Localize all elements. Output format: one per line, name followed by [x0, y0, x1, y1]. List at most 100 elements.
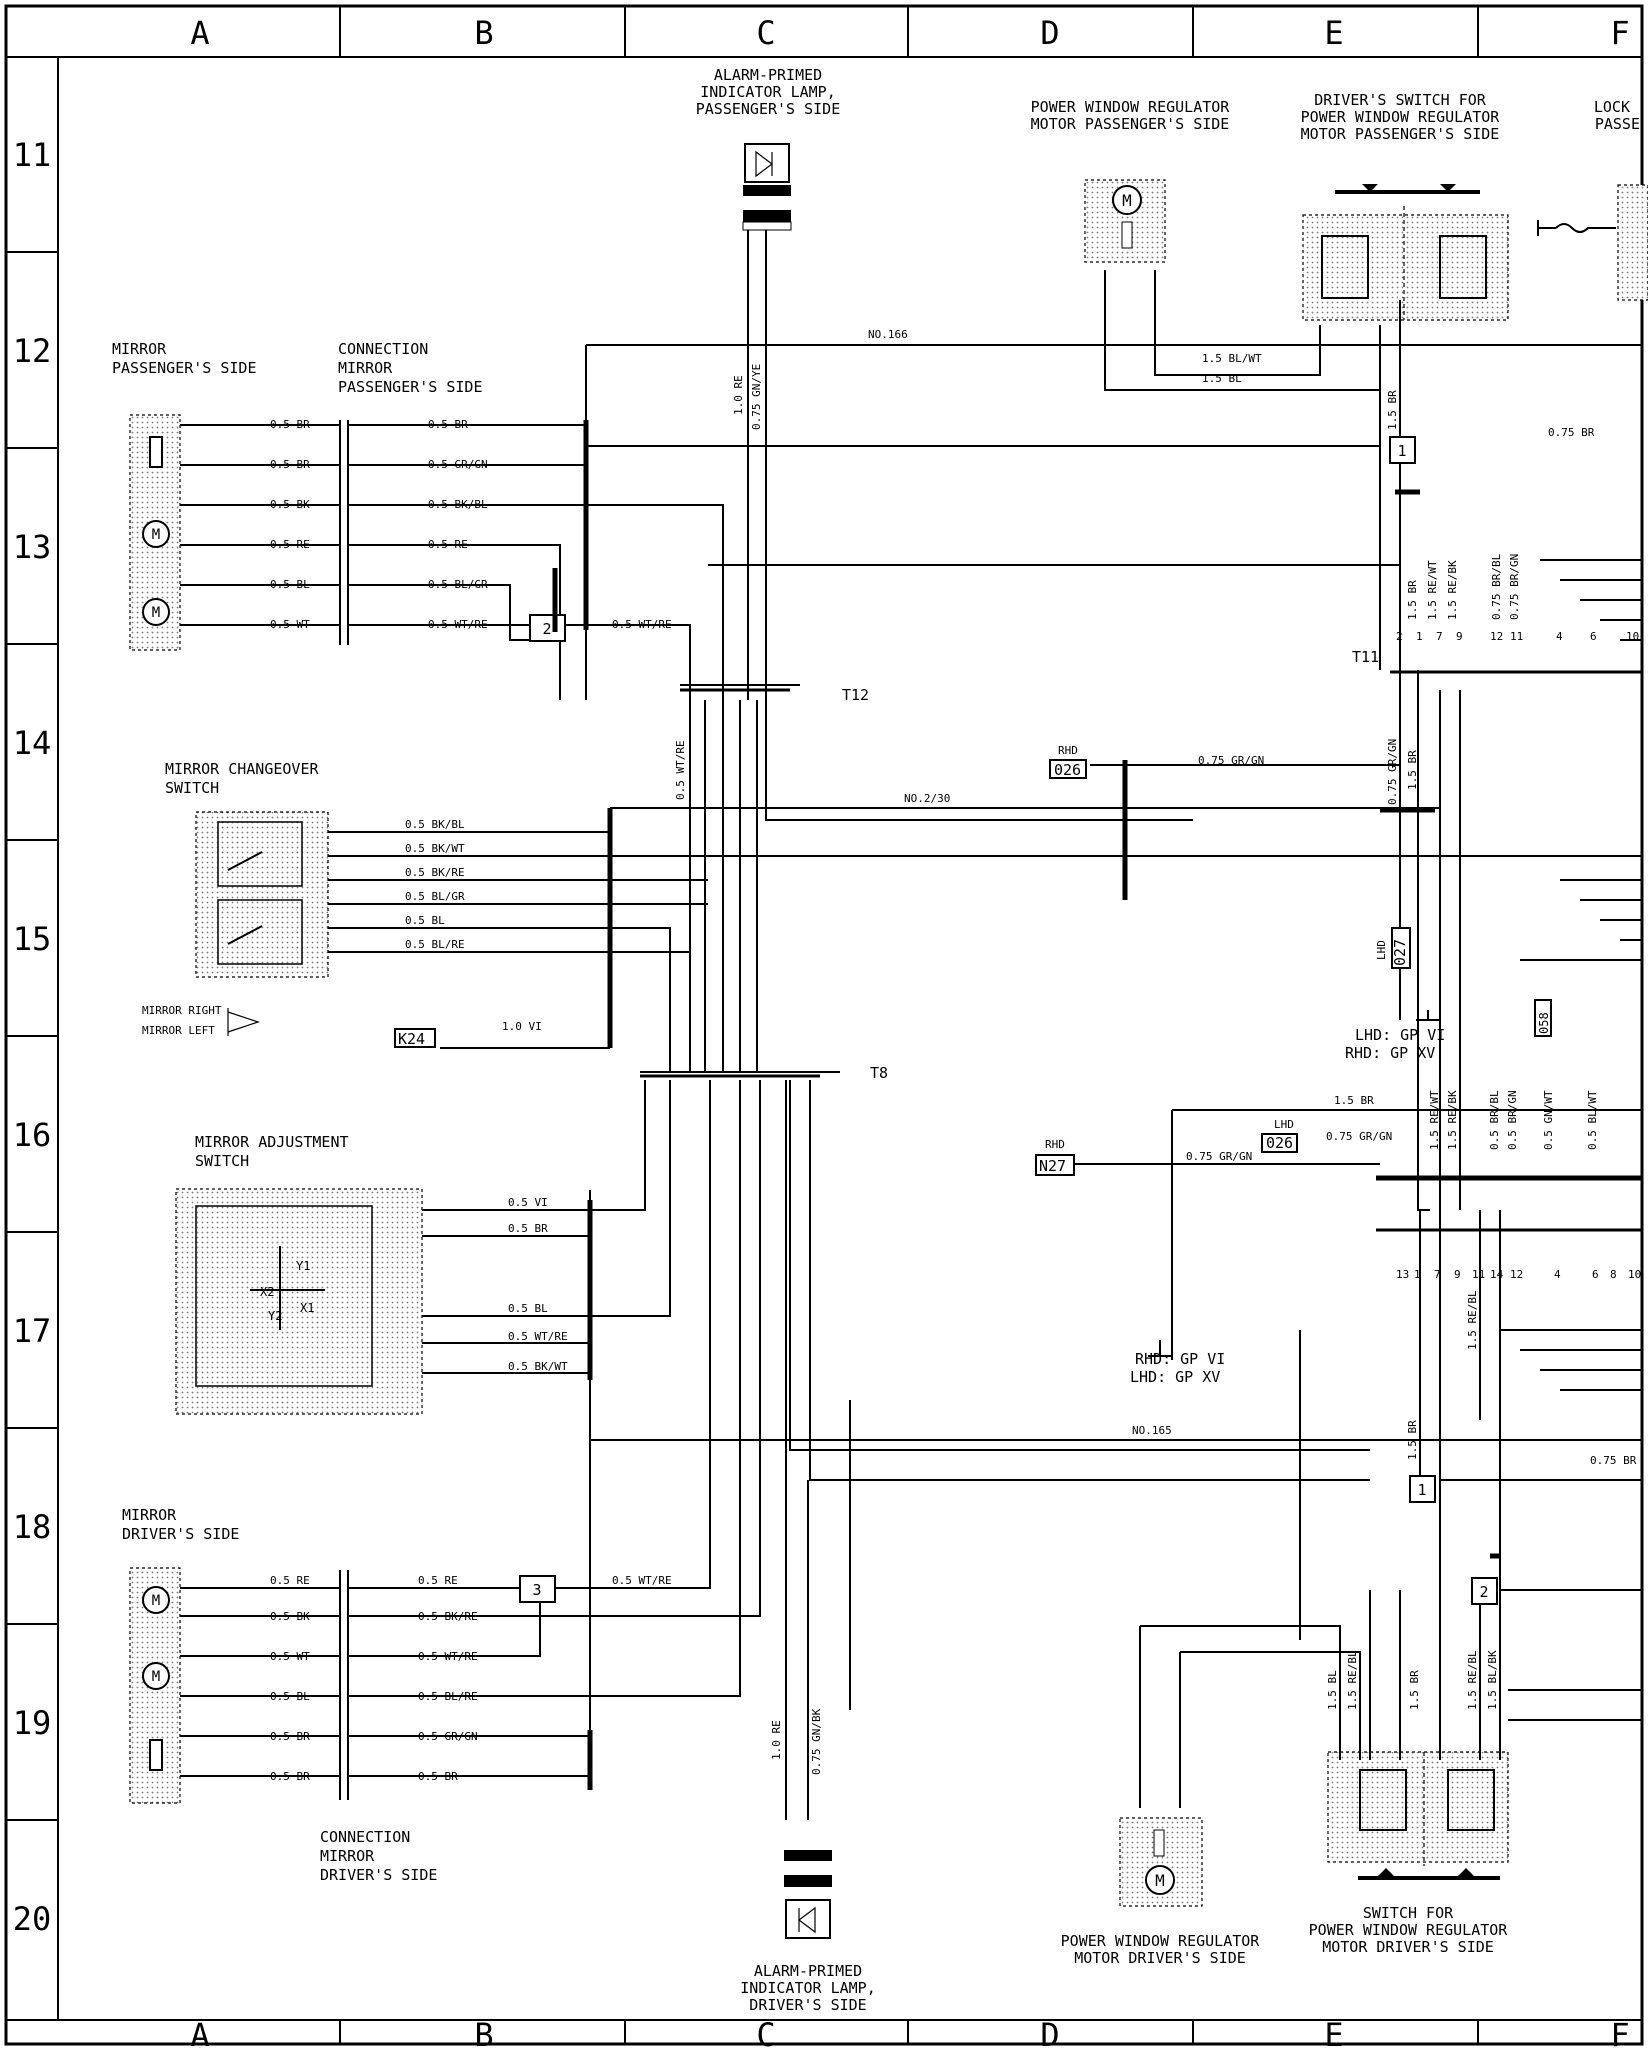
row-label-18: 18 — [13, 1508, 52, 1546]
led-icon — [798, 1906, 816, 1934]
row-label-16: 16 — [13, 1116, 52, 1154]
rhd-label-1: RHD — [1058, 744, 1078, 757]
svg-text:MIRROR: MIRROR — [338, 359, 393, 377]
svg-text:M: M — [1122, 191, 1132, 210]
row-label-15: 15 — [13, 920, 52, 958]
svg-text:1.5 BR: 1.5 BR — [1406, 750, 1419, 790]
svg-text:0.5 WT/RE: 0.5 WT/RE — [612, 618, 672, 631]
wire-no2-30: NO.2/30 — [904, 792, 950, 805]
component-bodies: M M M — [129, 143, 1648, 1939]
svg-text:SWITCH: SWITCH — [195, 1152, 249, 1170]
svg-text:DRIVER'S SIDE: DRIVER'S SIDE — [320, 1866, 437, 1884]
026-label-b: 026 — [1266, 1134, 1293, 1152]
wire-labels: NO.166 NO.2/30 NO.165 0.5 BR 0.5 BR 0.5 … — [270, 328, 1637, 1783]
svg-text:PASSE: PASSE — [1595, 115, 1640, 133]
pin-numbers-bottom: 13 1 7 9 11 14 12 4 6 8 10 — [1396, 1268, 1641, 1281]
pin-numbers-t11: 2 1 7 9 12 11 4 6 10 — [1396, 630, 1639, 643]
026-box-b — [1261, 1133, 1298, 1153]
svg-text:0.5 GR/GN: 0.5 GR/GN — [428, 458, 488, 471]
motor-icon — [1112, 185, 1142, 215]
ground-bottom-1: RHD: GP VI — [1135, 1350, 1225, 1368]
svg-text:MIRROR: MIRROR — [122, 1506, 177, 1524]
driver-switch-pw-passenger — [1302, 184, 1509, 321]
alarm-lamp-passenger — [742, 143, 792, 231]
svg-text:MOTOR PASSENGER'S SIDE: MOTOR PASSENGER'S SIDE — [1031, 115, 1230, 133]
svg-text:0.5 BR: 0.5 BR — [270, 1770, 310, 1783]
svg-text:0.75 BR/GN: 0.75 BR/GN — [1508, 554, 1521, 620]
svg-text:9: 9 — [1456, 630, 1463, 643]
grid-frame — [4, 4, 1644, 2046]
mirror-side-icon — [227, 1008, 260, 1036]
svg-text:MIRROR ADJUSTMENT: MIRROR ADJUSTMENT — [195, 1133, 349, 1151]
svg-text:M: M — [152, 1669, 160, 1685]
svg-text:0.5 WT/RE: 0.5 WT/RE — [508, 1330, 568, 1343]
svg-text:INDICATOR LAMP,: INDICATOR LAMP, — [700, 83, 835, 101]
terminal-rows — [640, 670, 1642, 1232]
svg-text:X1: X1 — [300, 1301, 314, 1315]
svg-text:T12: T12 — [842, 686, 869, 704]
svg-text:0.5 BR: 0.5 BR — [270, 1730, 310, 1743]
wire-no166: NO.166 — [868, 328, 908, 341]
026-box-a — [1049, 759, 1087, 779]
splices: 1 1 2 2 3 — [532, 436, 1498, 1605]
motor-icon — [1145, 1865, 1175, 1895]
mirror-driver: M M — [129, 1567, 181, 1804]
splice-2b-box — [1471, 1577, 1498, 1605]
svg-text:0.5 BK/RE: 0.5 BK/RE — [405, 866, 465, 879]
svg-text:Y2: Y2 — [268, 1309, 282, 1323]
svg-text:0.5 BR: 0.5 BR — [428, 418, 468, 431]
col-label-c-bottom: C — [756, 2016, 775, 2050]
k24-box — [394, 1028, 436, 1048]
svg-text:M: M — [152, 527, 160, 543]
rhd-label-2: RHD — [1045, 1138, 1065, 1151]
svg-text:DRIVER'S SWITCH FOR: DRIVER'S SWITCH FOR — [1314, 91, 1487, 109]
svg-text:CONNECTION: CONNECTION — [338, 340, 428, 358]
svg-text:0.5 GN/WT: 0.5 GN/WT — [1542, 1090, 1555, 1150]
svg-text:T8: T8 — [870, 1064, 888, 1082]
pw-motor-passenger: M — [1084, 179, 1166, 263]
svg-text:0.75 BR/BL: 0.75 BR/BL — [1490, 553, 1503, 620]
splice-1b-box — [1409, 1475, 1436, 1503]
splice-3: 3 — [532, 1581, 541, 1599]
connector-t12: T12 — [680, 684, 869, 704]
svg-text:1.5 BL/BK: 1.5 BL/BK — [1486, 1650, 1499, 1710]
alarm-lamp-driver — [784, 1850, 832, 1939]
svg-text:CONNECTION: CONNECTION — [320, 1828, 410, 1846]
svg-text:SWITCH FOR: SWITCH FOR — [1363, 1904, 1454, 1922]
svg-text:MIRROR RIGHT: MIRROR RIGHT — [142, 1004, 222, 1017]
led-icon — [755, 150, 773, 178]
svg-text:0.5 BL: 0.5 BL — [270, 1690, 310, 1703]
wires: T12 T8 — [180, 230, 1642, 1820]
svg-text:0.5 BK: 0.5 BK — [270, 1610, 310, 1623]
ground-symbols — [1148, 1010, 1440, 1357]
svg-text:DRIVER'S SIDE: DRIVER'S SIDE — [749, 1996, 866, 2014]
reference-labels: K24 RHD 026 T11 027 LHD 058 LHD: GP VI R… — [394, 648, 1552, 1386]
svg-text:0.75 GR/GN: 0.75 GR/GN — [1326, 1130, 1392, 1143]
svg-text:0.5 BR: 0.5 BR — [270, 458, 310, 471]
label-pw-motor-driver: POWER WINDOW REGULATOR MOTOR DRIVER'S SI… — [1061, 1932, 1261, 1967]
svg-text:0.75 GN/BK: 0.75 GN/BK — [810, 1708, 823, 1775]
label-conn-mirror-driver: CONNECTION MIRROR DRIVER'S SIDE — [320, 1828, 437, 1884]
connector-mirror-passenger — [339, 420, 349, 645]
col-label-e: E — [1324, 14, 1343, 52]
svg-text:1.5 RE/BK: 1.5 RE/BK — [1446, 1090, 1459, 1150]
wire-labels-vertical: 1.0 RE 0.75 GN/YE 0.5 WT/RE 1.0 RE 0.75 … — [674, 364, 1599, 1775]
svg-text:0.5 BK/BL: 0.5 BK/BL — [428, 498, 488, 511]
svg-text:11: 11 — [1510, 630, 1523, 643]
row-label-12: 12 — [13, 332, 52, 370]
motor-icon — [142, 598, 170, 626]
svg-text:1.5 RE/BL: 1.5 RE/BL — [1346, 1650, 1359, 1710]
col-label-e-bottom: E — [1324, 2016, 1343, 2050]
058-box — [1534, 999, 1552, 1037]
label-lock-passenger: LOCK PASSE — [1594, 98, 1640, 133]
058-label: 058 — [1537, 1012, 1551, 1034]
col-label-a-bottom: A — [190, 2016, 209, 2050]
svg-text:13: 13 — [1396, 1268, 1409, 1281]
svg-text:0.5 BR: 0.5 BR — [418, 1770, 458, 1783]
connector-mirror-driver — [339, 1570, 349, 1800]
label-conn-mirror-passenger: CONNECTION MIRROR PASSENGER'S SIDE — [338, 340, 483, 396]
splice-1b: 1 — [1417, 1481, 1426, 1499]
svg-text:POWER WINDOW REGULATOR: POWER WINDOW REGULATOR — [1301, 108, 1501, 126]
svg-text:0.5 BK/BL: 0.5 BK/BL — [405, 818, 465, 831]
col-label-c: C — [756, 14, 775, 52]
